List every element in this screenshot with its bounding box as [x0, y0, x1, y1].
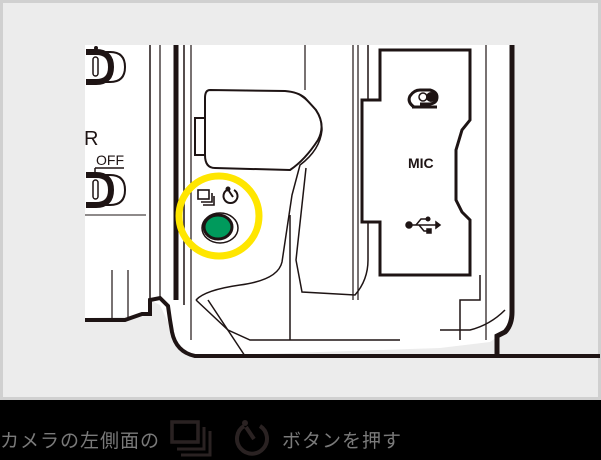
- release-mode-button: [202, 213, 234, 241]
- highlight-ring: [175, 172, 263, 260]
- headphone-icon: [407, 88, 439, 109]
- release-mode-icon: [170, 420, 212, 458]
- off-label: OFF: [96, 152, 124, 168]
- mic-label: MIC: [408, 155, 434, 171]
- caption-text-before: カメラの左側面の: [0, 429, 161, 452]
- instruction-caption: カメラの左側面の ボタンを押す: [0, 418, 601, 460]
- r-label: R: [84, 128, 98, 150]
- self-timer-icon-small: [222, 186, 239, 204]
- caption-text-after: ボタンを押す: [282, 429, 403, 452]
- self-timer-icon: [232, 419, 272, 459]
- camera-side-illustration: R OFF: [84, 45, 600, 358]
- release-mode-icon-small: [197, 189, 215, 206]
- usb-icon: [405, 216, 442, 234]
- switch-bottom: [86, 172, 127, 208]
- switch-top: [86, 46, 127, 85]
